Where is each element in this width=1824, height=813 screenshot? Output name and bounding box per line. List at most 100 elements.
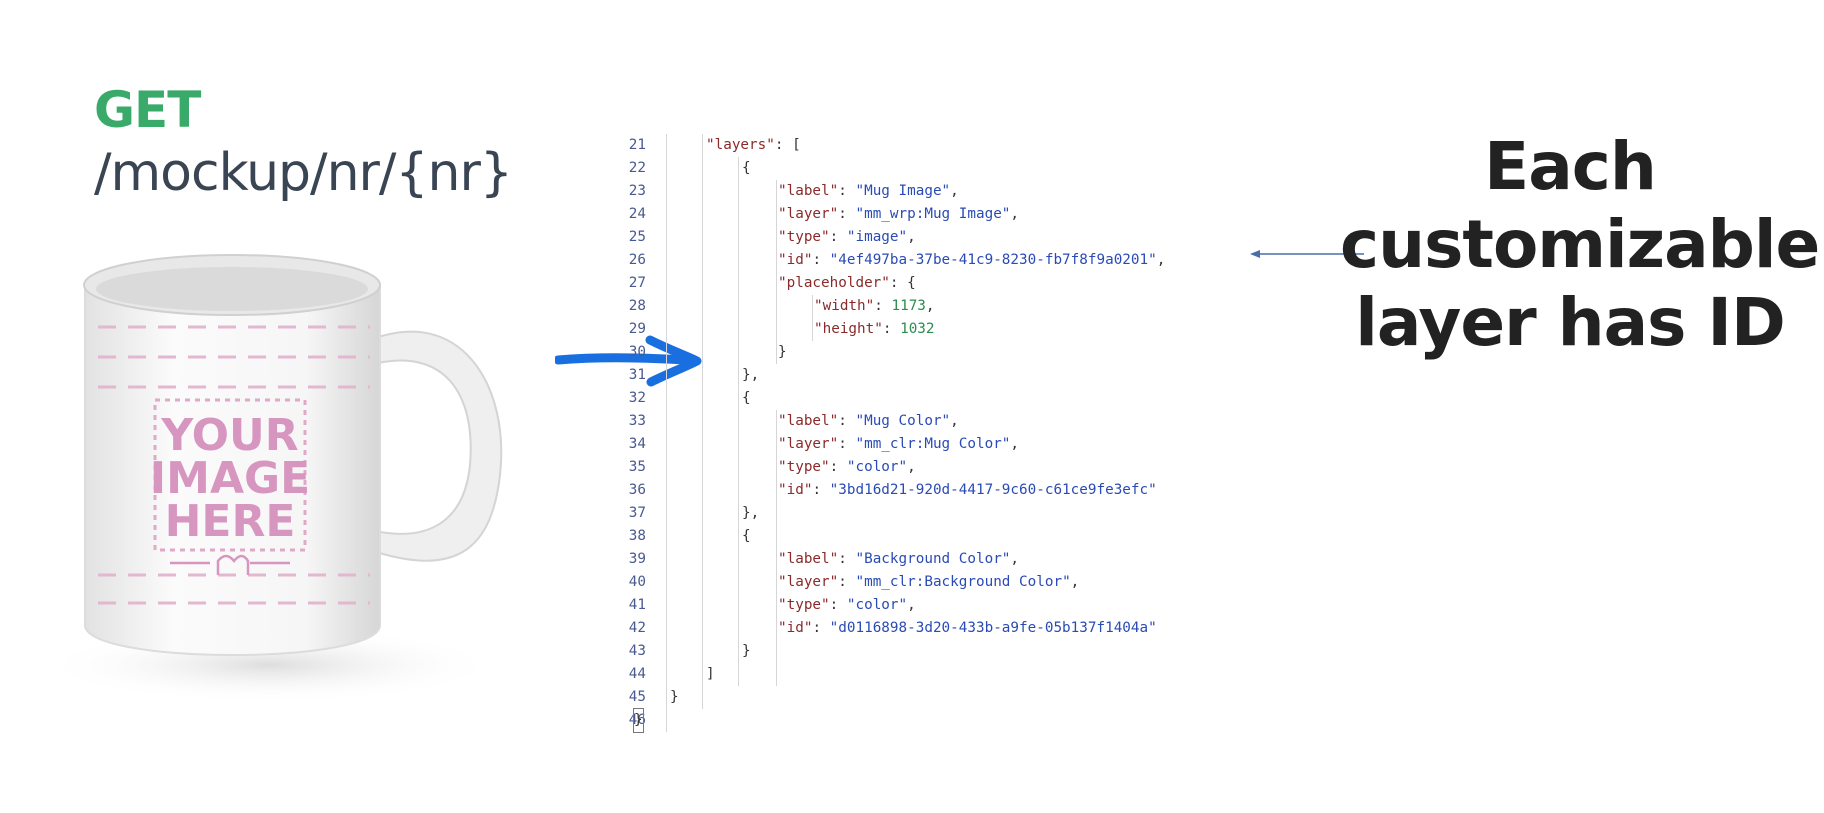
code-text: }, bbox=[742, 364, 759, 387]
code-token: "layer" bbox=[778, 436, 839, 452]
code-token: "Mug Color" bbox=[855, 413, 951, 429]
code-text: "placeholder": { bbox=[778, 272, 916, 295]
mug-print-line-1: YOUR bbox=[160, 410, 298, 461]
code-token: : bbox=[838, 206, 856, 222]
endpoint-header: GET /mockup/nr/{nr} bbox=[94, 80, 513, 206]
code-text: } bbox=[742, 640, 751, 663]
line-number: 36 bbox=[628, 482, 646, 498]
code-token: , bbox=[1156, 252, 1166, 268]
indent-guide bbox=[776, 180, 777, 364]
code-token: "mm_wrp:Mug Image" bbox=[855, 206, 1011, 222]
code-token: "type" bbox=[778, 229, 830, 245]
code-token: , bbox=[1010, 436, 1020, 452]
line-number: 32 bbox=[628, 390, 646, 406]
code-token: "layers" bbox=[706, 137, 775, 153]
code-token: : bbox=[812, 620, 830, 636]
line-number: 28 bbox=[628, 298, 646, 314]
code-token: : { bbox=[889, 275, 916, 291]
code-text: } bbox=[670, 686, 679, 709]
line-number: 27 bbox=[628, 275, 646, 291]
code-token: : bbox=[838, 413, 856, 429]
code-text: "layer": "mm_clr:Mug Color", bbox=[778, 433, 1019, 456]
code-token: "id" bbox=[778, 482, 813, 498]
code-token: : bbox=[812, 482, 830, 498]
line-number: 35 bbox=[628, 459, 646, 475]
code-token: , bbox=[1010, 551, 1020, 567]
code-token: } bbox=[742, 643, 751, 659]
code-token: "type" bbox=[778, 459, 830, 475]
callout-line-3: layer has ID bbox=[1355, 284, 1786, 361]
line-number: 21 bbox=[628, 137, 646, 153]
code-token: } bbox=[670, 689, 679, 705]
code-token: 1173 bbox=[891, 298, 926, 314]
code-token: : bbox=[829, 229, 847, 245]
callout-line-2: customizable bbox=[1340, 206, 1820, 283]
indent-guide bbox=[666, 134, 667, 732]
mug-print-line-3: HERE bbox=[165, 496, 296, 547]
callout-line-1: Each bbox=[1484, 128, 1657, 205]
code-token: , bbox=[907, 229, 916, 245]
code-token: }, bbox=[742, 367, 760, 383]
code-text: "label": "Background Color", bbox=[778, 548, 1019, 571]
code-token: "placeholder" bbox=[778, 275, 890, 291]
code-token: "Mug Image" bbox=[855, 183, 951, 199]
code-token: : [ bbox=[774, 137, 801, 153]
code-token: "layer" bbox=[778, 574, 839, 590]
code-text: "type": "color", bbox=[778, 594, 916, 617]
line-number: 42 bbox=[628, 620, 646, 636]
code-token: "height" bbox=[814, 321, 883, 337]
code-text: "id": "d0116898-3d20-433b-a9fe-05b137f14… bbox=[778, 617, 1157, 640]
code-token: "type" bbox=[778, 597, 830, 613]
code-token: "label" bbox=[778, 551, 839, 567]
line-number: 44 bbox=[628, 666, 646, 682]
code-token: , bbox=[907, 459, 916, 475]
code-text: "id": "4ef497ba-37be-41c9-8230-fb7f8f9a0… bbox=[778, 249, 1165, 272]
line-number: 24 bbox=[628, 206, 646, 222]
line-number: 40 bbox=[628, 574, 646, 590]
mug-image: YOUR IMAGE HERE bbox=[40, 254, 503, 703]
code-token: "Background Color" bbox=[855, 551, 1011, 567]
code-token: "color" bbox=[846, 459, 908, 475]
line-number: 23 bbox=[628, 183, 646, 199]
line-number: 39 bbox=[628, 551, 646, 567]
code-token: , bbox=[925, 298, 935, 314]
code-token: : bbox=[838, 574, 856, 590]
code-text: "height": 1032 bbox=[814, 318, 935, 341]
line-number: 45 bbox=[628, 689, 646, 705]
http-method: GET bbox=[94, 81, 201, 139]
line-number: 37 bbox=[628, 505, 646, 521]
code-token: : bbox=[838, 183, 856, 199]
code-token: { bbox=[742, 160, 751, 176]
code-text: { bbox=[742, 525, 751, 548]
code-token: "4ef497ba-37be-41c9-8230-fb7f8f9a0201" bbox=[829, 252, 1157, 268]
line-number: 25 bbox=[628, 229, 646, 245]
line-number: 29 bbox=[628, 321, 646, 337]
code-token: : bbox=[812, 252, 830, 268]
code-token: }, bbox=[742, 505, 760, 521]
code-token: "label" bbox=[778, 413, 839, 429]
code-token: "label" bbox=[778, 183, 839, 199]
code-token: "id" bbox=[778, 252, 813, 268]
code-text: { bbox=[742, 387, 751, 410]
code-text: ] bbox=[706, 663, 715, 686]
endpoint-path: /mockup/nr/{nr} bbox=[94, 143, 513, 203]
code-text: "layer": "mm_wrp:Mug Image", bbox=[778, 203, 1019, 226]
code-token: , bbox=[907, 597, 916, 613]
code-token: : bbox=[838, 436, 856, 452]
code-token: ] bbox=[706, 666, 715, 682]
code-token: : bbox=[838, 551, 856, 567]
code-token: , bbox=[950, 183, 959, 199]
line-number: 26 bbox=[628, 252, 646, 268]
code-token: "3bd16d21-920d-4417-9c60-c61ce9fe3efc" bbox=[829, 482, 1157, 498]
indent-guide bbox=[738, 157, 739, 686]
line-number: 43 bbox=[628, 643, 646, 659]
code-text: "layer": "mm_clr:Background Color", bbox=[778, 571, 1079, 594]
code-token: } bbox=[778, 344, 787, 360]
code-text: { bbox=[742, 157, 751, 180]
code-token: : bbox=[829, 597, 847, 613]
code-token: "mm_clr:Mug Color" bbox=[855, 436, 1011, 452]
code-text: "layers": [ bbox=[706, 134, 801, 157]
indent-guide bbox=[812, 295, 813, 341]
code-text: "width": 1173, bbox=[814, 295, 935, 318]
code-token: { bbox=[742, 390, 751, 406]
